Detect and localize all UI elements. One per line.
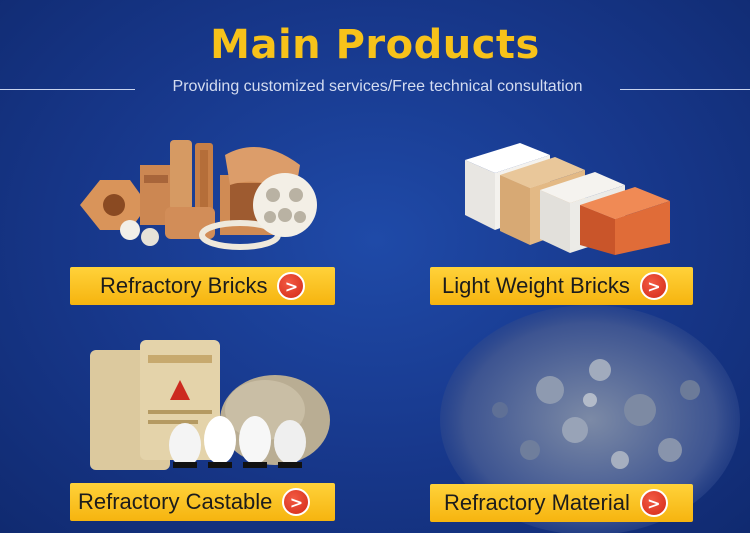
chevron-right-icon[interactable]: > <box>277 272 306 300</box>
light-weight-bricks-image[interactable] <box>440 135 685 255</box>
refractory-castable-label: Refractory Castable <box>78 489 273 514</box>
refractory-material-button[interactable]: Refractory Material > <box>430 484 693 522</box>
light-weight-bricks-button[interactable]: Light Weight Bricks > <box>430 267 693 305</box>
refractory-bricks-image[interactable] <box>70 135 335 255</box>
subtitle-row: Providing customized services/Free techn… <box>0 78 750 102</box>
divider-left <box>0 89 135 90</box>
refractory-material-image[interactable] <box>440 300 750 533</box>
page-subtitle: Providing customized services/Free techn… <box>172 78 583 95</box>
chevron-right-icon[interactable]: > <box>639 272 668 300</box>
divider-right <box>620 89 750 90</box>
light-weight-bricks-label: Light Weight Bricks <box>442 273 630 298</box>
chevron-right-icon[interactable]: > <box>282 488 311 516</box>
page-title: Main Products <box>210 22 540 68</box>
refractory-bricks-label: Refractory Bricks <box>100 273 268 298</box>
refractory-bricks-button[interactable]: Refractory Bricks > <box>70 267 335 305</box>
refractory-castable-image[interactable] <box>70 340 335 475</box>
refractory-material-label: Refractory Material <box>444 490 630 515</box>
chevron-right-icon[interactable]: > <box>639 489 668 517</box>
refractory-castable-button[interactable]: Refractory Castable > <box>70 483 335 521</box>
